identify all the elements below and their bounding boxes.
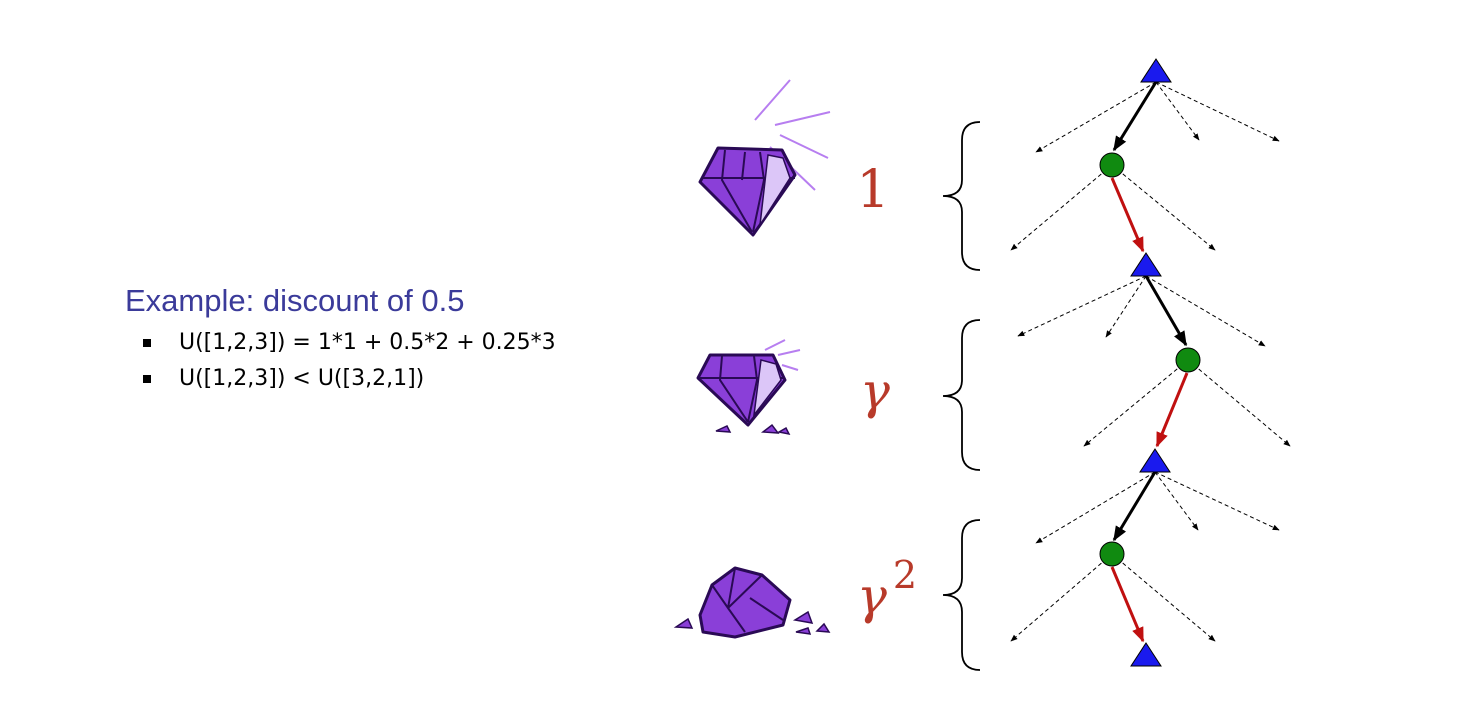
- chance-node: [1099, 541, 1125, 567]
- example-heading: Example: discount of 0.5: [125, 283, 465, 318]
- curly-brace-level-1: [942, 121, 981, 271]
- curly-brace-level-3: [942, 519, 981, 671]
- curly-brace-level-2: [942, 319, 981, 471]
- example-bullet-list: U([1,2,3]) = 1*1 + 0.5*2 + 0.25*3 U([1,2…: [125, 331, 556, 391]
- whole-gem-icon: [698, 79, 831, 237]
- bullet-text: U([1,2,3]) < U([3,2,1]): [179, 366, 425, 391]
- chipped-gem-icon: [696, 339, 801, 436]
- bullet-utility-formula: U([1,2,3]) = 1*1 + 0.5*2 + 0.25*3: [143, 331, 556, 355]
- weight-label-gamma-squared: γ: [857, 567, 887, 625]
- weight-label-exponent: 2: [893, 553, 917, 597]
- max-node: [1139, 448, 1171, 473]
- max-node: [1130, 252, 1162, 277]
- shattered-gem-icon: [673, 566, 831, 639]
- weight-label-one: 1: [856, 160, 889, 220]
- example-text-block: Example: discount of 0.5 U([1,2,3]) = 1*…: [125, 283, 556, 403]
- sampled-outcome-edges: [1110, 177, 1189, 643]
- unchosen-edges: [1010, 81, 1291, 642]
- chance-node: [1175, 347, 1201, 373]
- max-node: [1130, 642, 1162, 667]
- max-node: [1140, 58, 1172, 83]
- bullet-text: U([1,2,3]) = 1*1 + 0.5*2 + 0.25*3: [179, 330, 556, 355]
- bullet-square-icon: [143, 375, 151, 383]
- bullet-utility-comparison: U([1,2,3]) < U([3,2,1]): [143, 367, 556, 391]
- bullet-square-icon: [143, 339, 151, 347]
- chance-node: [1099, 152, 1125, 178]
- chosen-action-edges: [1112, 81, 1188, 542]
- weight-label-gamma: γ: [860, 362, 890, 420]
